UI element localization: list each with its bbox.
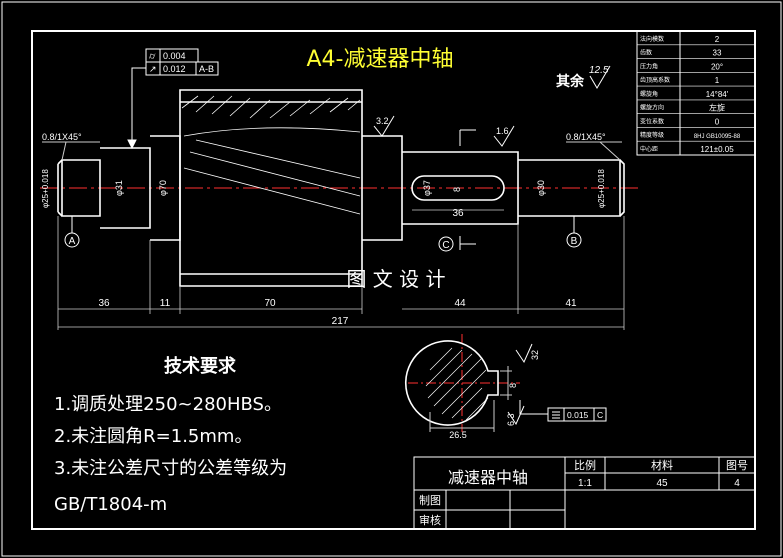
datum-b-label: B [571,236,578,247]
title-block [413,456,756,530]
param-key: 螺旋方向 [640,104,664,112]
tolerance-datum-2: A-B [199,64,214,74]
param-value: 8HJ GB10095-88 [694,134,741,140]
section-c-marker [438,129,476,252]
gear-parameter-table: 法向模数 2 齿数 33 压力角 20° 齿顶高系数 1 螺旋角 14°84' 螺旋方向 左旋变位系数… [636,30,756,156]
param-value: 121±0.05 [700,145,734,154]
title-block-material-header: 材料 [651,458,673,472]
roughness-1-6-icon [493,125,515,147]
param-key: 中心距 [640,145,658,153]
title-block-drawn-label: 制图 [419,494,441,507]
section-symmetry-tolerance: 0.015 [567,410,589,420]
roughness-symbol-icon [589,65,611,89]
roughness-1-6-label: 1.6 [496,126,509,136]
shaft-outline [57,89,625,287]
param-key: 压力角 [640,62,658,70]
dim-key-length-36: 36 [452,208,464,219]
param-key: 螺旋角 [640,90,658,98]
param-value: 20° [711,62,723,71]
section-c-label: C [442,240,449,251]
title-block-checked-label: 审核 [419,513,441,527]
drawing-title: A4-减速器中轴 [307,47,454,72]
surface-roughness-note: 其余 12.5 [556,65,611,90]
gear-tooth-hatching [181,95,361,215]
geometric-tolerance-frame [127,48,219,150]
chamfer-right-leader [566,141,622,161]
param-value: 左旋 [709,103,725,113]
title-block-part-name: 减速器中轴 [448,468,528,487]
section-dim-8: 8 [508,383,518,388]
requirement-line-1: 1.调质处理250~280HBS。 [54,394,282,415]
datum-b-marker [566,216,582,248]
param-key: 法向模数 [640,35,664,43]
title-block-drawing-no-header: 图号 [726,459,748,472]
dim-diameter-30: φ30 [536,180,546,196]
title-block-scale-value: 1:1 [578,478,592,489]
requirement-line-3: 3.未注公差尺寸的公差等级为 [54,458,287,479]
datum-a-label: A [69,236,76,247]
chamfer-right-label: 0.8/1X45° [566,132,606,142]
dim-length-70: 70 [264,298,276,309]
length-dimensions [57,209,625,330]
section-view [405,334,607,432]
section-dim-26-5: 26.5 [449,430,467,440]
dim-length-41: 41 [565,298,577,309]
title-block-scale-header: 比例 [574,458,596,472]
datum-a-marker [64,216,80,248]
dim-diameter-37: φ37 [422,180,432,196]
dim-length-44: 44 [454,298,466,309]
param-value: 1 [715,76,720,85]
roughness-other-value: 12.5 [589,65,609,76]
section-symmetry-datum: C [597,410,603,420]
dim-length-11: 11 [160,298,171,309]
roughness-3-2-label: 3.2 [376,116,389,126]
dim-length-217: 217 [332,316,349,327]
tolerance-symbol-1: ⌭ [149,52,156,62]
param-value: 33 [713,49,722,58]
chamfer-left-leader [42,141,100,161]
param-value: 14°84' [706,90,729,99]
requirements-heading: 技术要求 [164,355,237,377]
dim-diameter-70: φ70 [158,180,168,196]
param-key: 齿数 [640,49,652,57]
param-key: 齿顶高系数 [640,76,670,84]
requirement-line-4: GB/T1804-m [54,494,167,515]
dim-diameter-25-right: φ25+0.018 [597,169,606,208]
requirement-line-2: 2.未注圆角R=1.5mm。 [54,426,252,447]
tolerance-symbol-2: ↗ [149,65,157,75]
dim-length-36: 36 [98,298,110,309]
tolerance-value-1: 0.004 [163,51,186,61]
dim-diameter-31: φ31 [114,180,124,196]
param-key: 变位系数 [640,117,664,125]
dim-diameter-25-left: φ25+0.018 [41,169,50,208]
param-value: 2 [715,35,720,44]
technical-requirements: 技术要求 1.调质处理250~280HBS。 2.未注圆角R=1.5mm。 3.… [54,355,287,515]
dim-key-width-8: 8 [452,187,462,192]
title-block-drawing-no-value: 4 [734,478,740,489]
roughness-other-label: 其余 [556,73,585,90]
section-roughness-63: 6.3 [506,413,516,426]
tolerance-value-2: 0.012 [163,64,186,74]
section-roughness-32: 32 [530,350,540,360]
watermark-text: 图 文 设 计 [346,267,445,291]
roughness-3-2-icon [373,115,395,137]
param-value: 0 [715,117,720,126]
chamfer-left-label: 0.8/1X45° [42,132,82,142]
param-key: 精度等级 [640,131,664,139]
title-block-material-value: 45 [656,478,668,489]
